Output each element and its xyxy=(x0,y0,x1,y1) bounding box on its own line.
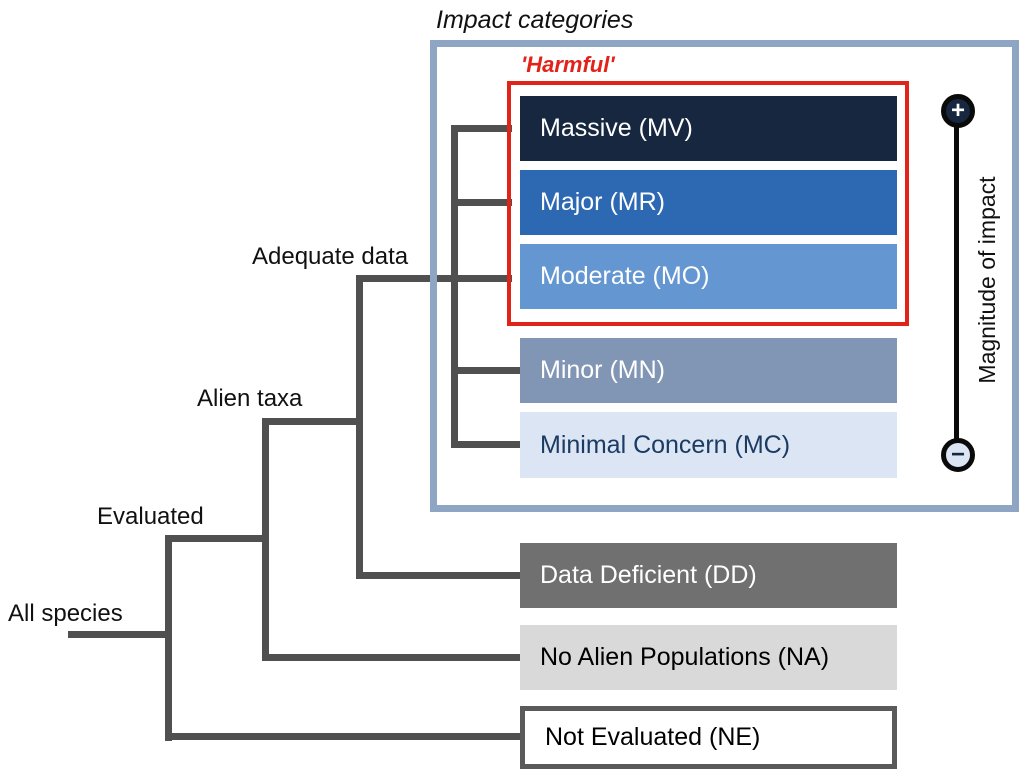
category-bar-moderate: Moderate (MO) xyxy=(520,244,897,309)
impact-categories-box xyxy=(430,40,1019,512)
magnitude-plus-icon: + xyxy=(941,94,975,128)
category-bar-no-alien-populations: No Alien Populations (NA) xyxy=(520,625,897,690)
tree-label-all-species: All species xyxy=(8,600,123,627)
tree-line-alien-split xyxy=(356,275,363,579)
category-bar-minimal-concern: Minimal Concern (MC) xyxy=(520,412,897,478)
category-bar-not-evaluated: Not Evaluated (NE) xyxy=(520,706,897,769)
tree-line-root-split xyxy=(165,535,172,741)
tree-line-major xyxy=(451,199,512,206)
category-bar-minor: Minor (MN) xyxy=(520,338,897,403)
tree-line-minor xyxy=(451,367,520,374)
tree-line-minimal-concern xyxy=(451,441,520,448)
harmful-label: 'Harmful' xyxy=(521,52,615,77)
magnitude-minus-icon: − xyxy=(941,438,975,472)
tree-label-evaluated: Evaluated xyxy=(97,503,204,530)
category-bar-massive: Massive (MV) xyxy=(520,96,897,161)
magnitude-axis-line xyxy=(954,111,959,455)
tree-line-evaluated xyxy=(165,535,269,542)
tree-line-root xyxy=(68,631,172,638)
tree-line-no-alien-populations xyxy=(262,654,520,661)
tree-line-alien-taxa xyxy=(262,418,363,425)
harmful-outline-box xyxy=(507,81,909,326)
tree-line-impact-split xyxy=(451,125,458,448)
magnitude-axis-label: Magnitude of impact xyxy=(974,176,1000,384)
tree-line-evaluated-split xyxy=(262,418,269,661)
impact-categories-title: Impact categories xyxy=(436,6,634,34)
category-bar-data-deficient: Data Deficient (DD) xyxy=(520,543,897,608)
category-bar-major: Major (MR) xyxy=(520,170,897,235)
tree-line-data-deficient xyxy=(356,572,520,579)
tree-label-alien-taxa: Alien taxa xyxy=(197,385,303,412)
tree-line-massive xyxy=(451,125,512,132)
tree-line-not-evaluated xyxy=(165,733,520,740)
tree-label-adequate-data: Adequate data xyxy=(252,243,409,270)
